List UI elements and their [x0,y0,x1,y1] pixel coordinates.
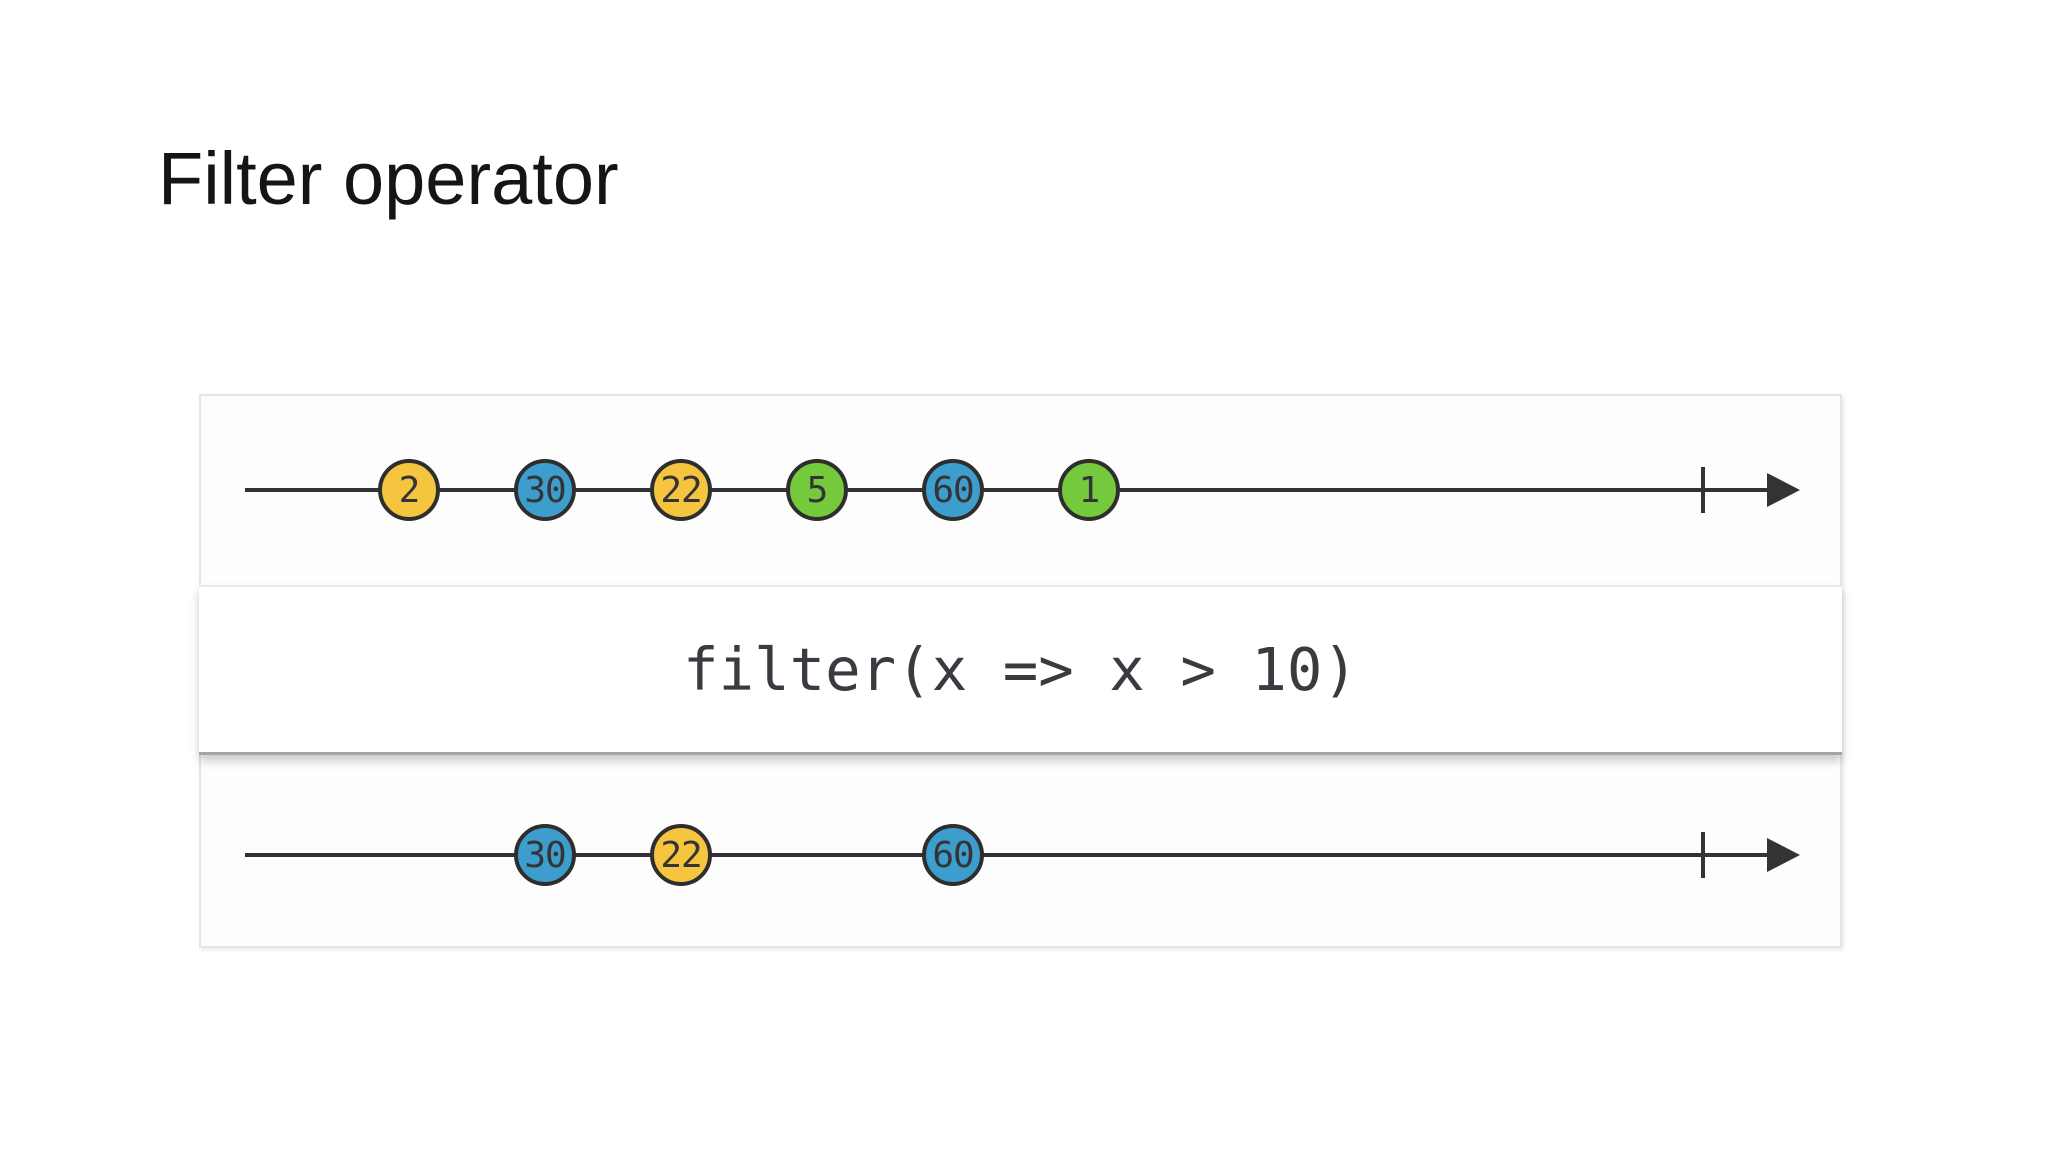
output-stream-timeline: 30 22 60 [201,755,1840,944]
marble-input-2: 30 [514,459,576,521]
marble-input-4: 5 [786,459,848,521]
filter-operator-band: filter(x => x > 10) [199,585,1842,755]
marble-input-1: 2 [378,459,440,521]
marble-input-3: 22 [650,459,712,521]
marble-output-1: 30 [514,824,576,886]
timeline-end-tick [1701,832,1705,878]
arrowhead-icon [1767,838,1800,872]
arrowhead-icon [1767,473,1800,507]
marble-input-6: 1 [1058,459,1120,521]
timeline-end-tick [1701,467,1705,513]
filter-operator-code: filter(x => x > 10) [683,635,1358,704]
timeline-line [245,853,1769,857]
marble-output-2: 22 [650,824,712,886]
input-stream-timeline: 2 30 22 5 60 1 [201,396,1840,585]
timeline-line [245,488,1769,492]
marble-diagram-panel: 2 30 22 5 60 1 filter(x => x > 10) 30 22… [199,394,1842,948]
marble-input-5: 60 [922,459,984,521]
slide-title: Filter operator [158,137,619,220]
marble-output-3: 60 [922,824,984,886]
